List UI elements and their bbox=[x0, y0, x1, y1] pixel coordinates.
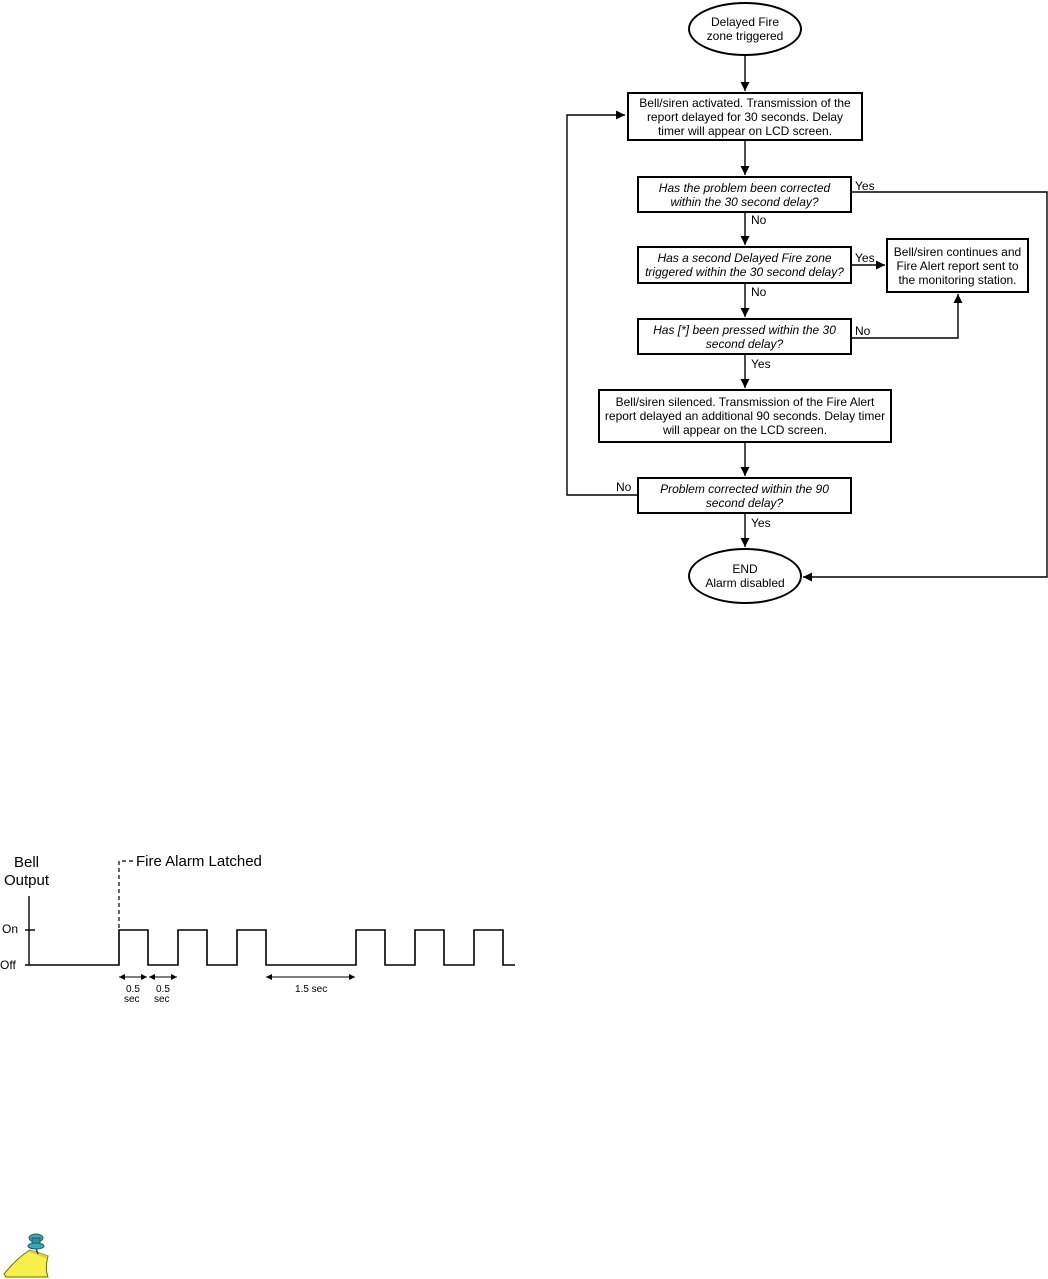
start-line1: Delayed Fire bbox=[710, 15, 780, 29]
label-yes-second-zone: Yes bbox=[855, 251, 875, 265]
start-oval: Delayed Fire zone triggered bbox=[688, 2, 802, 56]
decision-corrected-30: Has the problem been corrected within th… bbox=[637, 176, 852, 213]
ylabel-bell: Bell bbox=[14, 854, 40, 871]
step-bell-silenced-text: Bell/siren silenced. Transmission of the… bbox=[604, 395, 886, 437]
step-bell-continues-text: Bell/siren continues and Fire Alert repo… bbox=[893, 244, 1022, 287]
on-label: On bbox=[2, 922, 19, 936]
label-no-corrected-30: No bbox=[751, 213, 767, 227]
label-no-corrected-90: No bbox=[616, 480, 632, 494]
step-bell-continues: Bell/siren continues and Fire Alert repo… bbox=[886, 238, 1029, 293]
label-yes-corrected-30: Yes bbox=[855, 179, 875, 193]
step-bell-activated: Bell/siren activated. Transmission of th… bbox=[627, 92, 863, 141]
label-yes-star: Yes bbox=[751, 357, 771, 371]
arrow-q90-no-loop bbox=[566, 110, 638, 496]
dim2-unit: sec bbox=[154, 994, 170, 1005]
decision-star-pressed: Has [*] been pressed within the 30 secon… bbox=[637, 318, 852, 355]
ylabel-output: Output bbox=[4, 872, 50, 889]
label-no-star: No bbox=[855, 324, 871, 338]
step-bell-silenced: Bell/siren silenced. Transmission of the… bbox=[598, 389, 892, 443]
latch-dashed-line bbox=[118, 860, 133, 930]
decision-second-zone-text: Has a second Delayed Fire zone triggered… bbox=[645, 251, 844, 279]
flowchart-connectors bbox=[566, 56, 1048, 582]
label-yes-corrected-90: Yes bbox=[751, 516, 771, 530]
step-bell-activated-text: Bell/siren activated. Transmission of th… bbox=[639, 95, 851, 138]
latched-label: Fire Alarm Latched bbox=[136, 853, 262, 870]
end-line1: END bbox=[732, 562, 758, 576]
dim2-value: 0.5 bbox=[156, 984, 170, 995]
dim1-value: 0.5 bbox=[126, 984, 140, 995]
arrow-star-no bbox=[852, 294, 963, 339]
end-line2: Alarm disabled bbox=[705, 576, 785, 590]
label-no-second-zone: No bbox=[751, 285, 767, 299]
end-oval: END Alarm disabled bbox=[688, 548, 802, 604]
off-label: Off bbox=[0, 958, 16, 972]
notepad-pushpin-icon bbox=[3, 1233, 49, 1278]
bell-waveform bbox=[25, 929, 515, 966]
dim3-label: 1.5 sec bbox=[295, 984, 328, 995]
start-line2: zone triggered bbox=[706, 29, 784, 43]
decision-second-zone: Has a second Delayed Fire zone triggered… bbox=[637, 246, 852, 284]
bell-output-timing-diagram bbox=[25, 860, 515, 980]
decision-corrected-30-text: Has the problem been corrected within th… bbox=[658, 180, 831, 209]
dim1-unit: sec bbox=[124, 994, 140, 1005]
arrow-q30-yes-to-end bbox=[803, 191, 1048, 582]
decision-star-pressed-text: Has [*] been pressed within the 30 secon… bbox=[653, 322, 836, 351]
decision-corrected-90-text: Problem corrected within the 90 second d… bbox=[660, 481, 829, 510]
decision-corrected-90: Problem corrected within the 90 second d… bbox=[637, 477, 852, 514]
